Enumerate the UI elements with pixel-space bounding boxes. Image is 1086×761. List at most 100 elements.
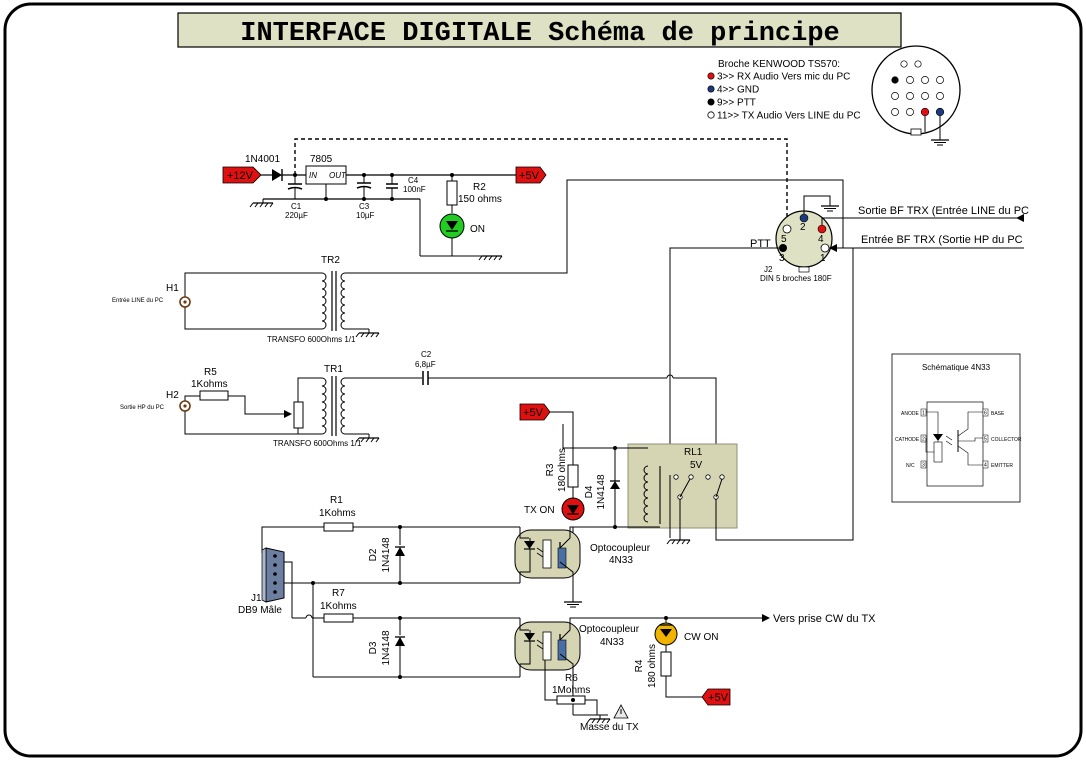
- warning-icon: [613, 704, 629, 719]
- svg-text:3: 3: [922, 463, 925, 469]
- regulator-label: 7805: [310, 154, 333, 165]
- masse-tx-label: Masse du TX: [580, 722, 639, 733]
- pin-dot-blue: [707, 85, 715, 93]
- c3-value: 10µF: [356, 211, 375, 220]
- resistor-r7: [323, 613, 354, 623]
- j1-desc: DB9 Mâle: [238, 605, 282, 616]
- power-tag-5v-bottom: +5V: [701, 688, 731, 706]
- din-ptt-label: PTT: [750, 238, 771, 250]
- d4-name: D4: [584, 485, 595, 498]
- page-title: INTERFACE DIGITALE Schéma de principe: [240, 19, 840, 49]
- kenwood-pin-9: 9>> PTT: [717, 98, 756, 109]
- svg-text:EMITTER: EMITTER: [991, 463, 1013, 469]
- svg-text:CATHODE: CATHODE: [895, 437, 920, 443]
- title-box: [177, 12, 902, 48]
- r2-name: R2: [473, 182, 486, 193]
- db9-connector-j1: [261, 547, 285, 603]
- resistor-r2: [446, 180, 458, 206]
- relay-name: RL1: [684, 447, 703, 458]
- c1-value: 220µF: [285, 211, 308, 220]
- din-pin-1: 1: [820, 253, 826, 264]
- kenwood-header: Broche KENWOOD TS570:: [718, 59, 840, 70]
- kenwood-pin-4: 4>> GND: [717, 85, 759, 96]
- schematic-4n33-panel: Schématique 4N33 1 2 3 6 5 4 ANODE CATHO…: [891, 353, 1022, 503]
- regulator-out: OUT: [329, 171, 347, 180]
- r5-value: 1Kohms: [191, 379, 228, 390]
- c4-value: 100nF: [403, 185, 426, 194]
- d4-type: 1N4148: [596, 474, 607, 509]
- d3-name: D3: [368, 641, 379, 654]
- svg-text:+5V: +5V: [708, 692, 729, 704]
- power-tag-12v: +12V: [222, 166, 262, 184]
- resistor-r4: [660, 651, 672, 677]
- dashed-link: [294, 138, 788, 225]
- relay-contacts: [673, 474, 725, 500]
- c2-name: C2: [421, 350, 432, 359]
- diode-1n4001: [272, 169, 283, 181]
- svg-text:+5V: +5V: [519, 170, 540, 182]
- c3-name: C3: [359, 202, 370, 211]
- transformer-tr2: [321, 271, 346, 331]
- r1-name: R1: [330, 495, 343, 506]
- tr2-caption: TRANSFO 600Ohms 1/1: [267, 335, 356, 344]
- jack-h1-icon: [179, 296, 191, 308]
- din-pin-4: 4: [818, 234, 824, 245]
- power-tag-5v-mid: +5V: [519, 403, 551, 421]
- opto1-line1: Optocoupleur: [590, 543, 651, 554]
- d2-type: 1N4148: [381, 537, 392, 572]
- din-name: J2: [764, 265, 773, 274]
- din-desc: DIN 5 broches 180F: [760, 274, 832, 283]
- svg-text:5: 5: [984, 437, 987, 443]
- svg-text:N/C: N/C: [906, 463, 915, 469]
- c2-value: 6,8µF: [415, 360, 436, 369]
- r6-value: 1Mohms: [552, 685, 590, 696]
- kenwood-pin-11: 11>> TX Audio Vers LINE du PC: [717, 111, 861, 122]
- diode-d2: [395, 546, 405, 556]
- opto2-line1: Optocoupleur: [579, 624, 640, 635]
- h2-desc: Sortie HP du PC: [120, 405, 165, 411]
- c4-name: C4: [408, 176, 419, 185]
- r3-value: 180 ohms: [557, 448, 568, 492]
- capacitor-c4: [386, 175, 398, 199]
- relay-coil: [643, 465, 661, 524]
- resistor-r1: [323, 522, 354, 532]
- line-out-label: Sortie BF TRX (Entrée LINE du PC: [858, 205, 1029, 217]
- svg-text:+5V: +5V: [523, 407, 544, 419]
- svg-text:ANODE: ANODE: [901, 411, 919, 417]
- din-pin-2: 2: [800, 222, 806, 233]
- svg-text:BASE: BASE: [991, 411, 1005, 417]
- d2-name: D2: [368, 548, 379, 561]
- led-on-label: ON: [470, 224, 485, 235]
- power-tag-5v-top: +5V: [515, 166, 547, 184]
- optocoupler-1: [514, 526, 581, 602]
- r7-name: R7: [332, 588, 345, 599]
- kenwood-pin-3: 3>> RX Audio Vers mic du PC: [717, 72, 850, 83]
- resistor-r3: [567, 464, 579, 488]
- cw-on-label: CW ON: [684, 632, 718, 643]
- tr1-name: TR1: [324, 364, 343, 375]
- r3-name: R3: [545, 463, 556, 476]
- transformer-tr1: [321, 376, 346, 436]
- din-pin-5: 5: [781, 234, 787, 245]
- r6-name: R6: [565, 673, 578, 684]
- potentiometer-r5: [293, 401, 304, 429]
- r5-name: R5: [204, 367, 217, 378]
- svg-text:COLLECTOR: COLLECTOR: [991, 437, 1022, 443]
- resistor-r5: [199, 390, 229, 401]
- j1-name: J1: [251, 593, 262, 604]
- kenwood-connector-icon: [871, 45, 961, 146]
- r4-value: 180 ohms: [647, 644, 658, 688]
- svg-text:+12V: +12V: [227, 170, 254, 182]
- tr1-caption: TRANSFO 600Ohms 1/1: [273, 439, 362, 448]
- diode-d3: [395, 636, 405, 646]
- jack-h2-icon: [179, 400, 191, 412]
- page-border: [3, 2, 1083, 758]
- schematic-4n33-title: Schématique 4N33: [922, 363, 991, 372]
- led-power-on-icon: [439, 213, 465, 239]
- led-tx-on-icon: [561, 497, 585, 521]
- h1-name: H1: [166, 283, 179, 294]
- capacitor-c3: [356, 175, 372, 199]
- r2-value: 150 ohms: [458, 194, 502, 205]
- led-cw-on-icon: [654, 622, 678, 646]
